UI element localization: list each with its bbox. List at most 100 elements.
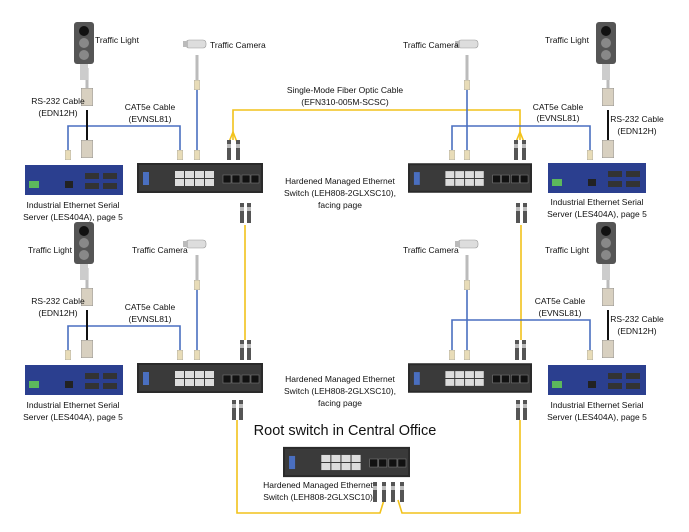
traffic-light-icon — [596, 22, 616, 80]
rs232-part: (EDN12H) — [38, 108, 77, 118]
ethernet-switch-icon — [408, 363, 532, 393]
db9-connector-icon — [81, 140, 93, 158]
rs232-label: RS-232 Cable — [31, 96, 85, 106]
fiber-cables — [228, 109, 525, 514]
db9-connector-icon — [602, 140, 614, 158]
rj45-connector-icon — [65, 150, 71, 160]
site-bottom-left: Traffic Light Traffic Camera RS-232 Cabl… — [23, 222, 263, 422]
fiber-cable-part: (EFN310-005M-SCSC) — [301, 97, 389, 107]
db9-connector-icon — [602, 288, 614, 306]
fiber-connector-icon — [247, 340, 251, 360]
cat5e-label: CAT5e Cable — [533, 102, 584, 112]
traffic-light-label: Traffic Light — [545, 35, 590, 45]
traffic-light-label: Traffic Light — [28, 245, 73, 255]
serial-server-part: Server (LES404A), page 5 — [23, 412, 123, 422]
rj45-connector-icon — [194, 350, 200, 360]
fiber-connector-icon — [400, 482, 404, 502]
ethernet-switch-icon — [137, 363, 263, 393]
rj45-connector-icon — [65, 350, 71, 360]
switch-part: Switch (LEH808-2GLXSC10), — [284, 188, 396, 198]
fiber-connector-icon — [516, 203, 520, 223]
fiber-connector-icon — [516, 400, 520, 420]
cat5e-label: CAT5e Cable — [125, 102, 176, 112]
rs232-label: RS-232 Cable — [610, 314, 664, 324]
db9-connector-icon — [602, 340, 614, 358]
fiber-connector-icon — [522, 140, 526, 160]
fiber-cable-label: Single-Mode Fiber Optic Cable — [287, 85, 403, 95]
serial-server-icon — [25, 165, 123, 195]
rj45-connector-icon — [464, 150, 470, 160]
traffic-light-icon — [74, 22, 94, 80]
root-switch-part: Switch (LEH808-2GLXSC10) — [263, 492, 373, 502]
traffic-camera-icon — [183, 39, 207, 49]
root-switch-title: Root switch in Central Office — [254, 423, 437, 439]
ethernet-switch-icon — [408, 163, 532, 193]
serial-server-label: Industrial Ethernet Serial — [26, 400, 119, 410]
root-switch-label: Hardened Managed Ethernet — [263, 480, 373, 490]
traffic-camera-label: Traffic Camera — [210, 40, 266, 50]
db9-connector-icon — [602, 88, 614, 106]
serial-server-part: Server (LES404A), page 5 — [23, 212, 123, 222]
rj45-connector-icon — [587, 350, 593, 360]
site-bottom-right: Traffic Light Traffic Camera RS-232 Cabl… — [403, 222, 664, 422]
rj45-connector-icon — [194, 280, 200, 290]
fiber-connector-icon — [232, 400, 236, 420]
rs232-part: (EDN12H) — [38, 308, 77, 318]
fiber-connector-icon — [514, 140, 518, 160]
rj45-connector-icon — [194, 80, 200, 90]
rj45-connector-icon — [449, 150, 455, 160]
switch-note: facing page — [318, 398, 362, 408]
site-top-right: Traffic Light Traffic Camera RS-232 Cabl… — [403, 22, 664, 223]
rj45-connector-icon — [194, 150, 200, 160]
fiber-connector-icon — [382, 482, 386, 502]
serial-server-part: Server (LES404A), page 5 — [547, 209, 647, 219]
cat5e-label: CAT5e Cable — [125, 302, 176, 312]
fiber-connector-icon — [240, 203, 244, 223]
rj45-connector-icon — [464, 350, 470, 360]
root-switch-icon — [283, 446, 410, 478]
rs232-part: (EDN12H) — [617, 126, 656, 136]
fiber-connector-icon — [240, 340, 244, 360]
traffic-light-icon — [74, 222, 94, 280]
traffic-camera-label: Traffic Camera — [132, 245, 188, 255]
fiber-connector-icon — [391, 482, 395, 502]
rj45-connector-icon — [177, 350, 183, 360]
site-top-left: Traffic Light Traffic Camera RS-232 Cabl… — [23, 22, 266, 223]
switch-label: Hardened Managed Ethernet — [285, 374, 395, 384]
rj45-connector-icon — [464, 80, 470, 90]
rj45-connector-icon — [464, 280, 470, 290]
serial-server-label: Industrial Ethernet Serial — [550, 197, 643, 207]
serial-server-icon — [548, 365, 646, 395]
serial-server-icon — [25, 365, 123, 395]
cat5e-part: (EVNSL81) — [537, 113, 580, 123]
fiber-connector-icon — [239, 400, 243, 420]
cat5e-part: (EVNSL81) — [539, 308, 582, 318]
traffic-camera-label: Traffic Camera — [403, 245, 459, 255]
rj45-connector-icon — [449, 350, 455, 360]
rj45-connector-icon — [587, 150, 593, 160]
serial-server-label: Industrial Ethernet Serial — [26, 200, 119, 210]
fiber-connector-icon — [522, 340, 526, 360]
traffic-camera-label: Traffic Camera — [403, 40, 459, 50]
switch-label: Hardened Managed Ethernet — [285, 176, 395, 186]
rj45-connector-icon — [177, 150, 183, 160]
fiber-connector-icon — [247, 203, 251, 223]
root-switch-group: Root switch in Central Office Hardened M… — [254, 423, 437, 502]
serial-server-label: Industrial Ethernet Serial — [550, 400, 643, 410]
fiber-connector-icon — [373, 482, 377, 502]
traffic-light-icon — [596, 222, 616, 280]
switch-part: Switch (LEH808-2GLXSC10), — [284, 386, 396, 396]
serial-server-icon — [548, 163, 646, 193]
ethernet-switch-icon — [137, 163, 263, 193]
traffic-light-label: Traffic Light — [545, 245, 590, 255]
serial-server-part: Server (LES404A), page 5 — [547, 412, 647, 422]
fiber-connector-icon — [227, 140, 231, 160]
rs232-label: RS-232 Cable — [31, 296, 85, 306]
fiber-connector-icon — [236, 140, 240, 160]
cat5e-label: CAT5e Cable — [535, 296, 586, 306]
switch-note: facing page — [318, 200, 362, 210]
cat5e-part: (EVNSL81) — [129, 314, 172, 324]
cat5e-part: (EVNSL81) — [129, 114, 172, 124]
db9-connector-icon — [81, 340, 93, 358]
